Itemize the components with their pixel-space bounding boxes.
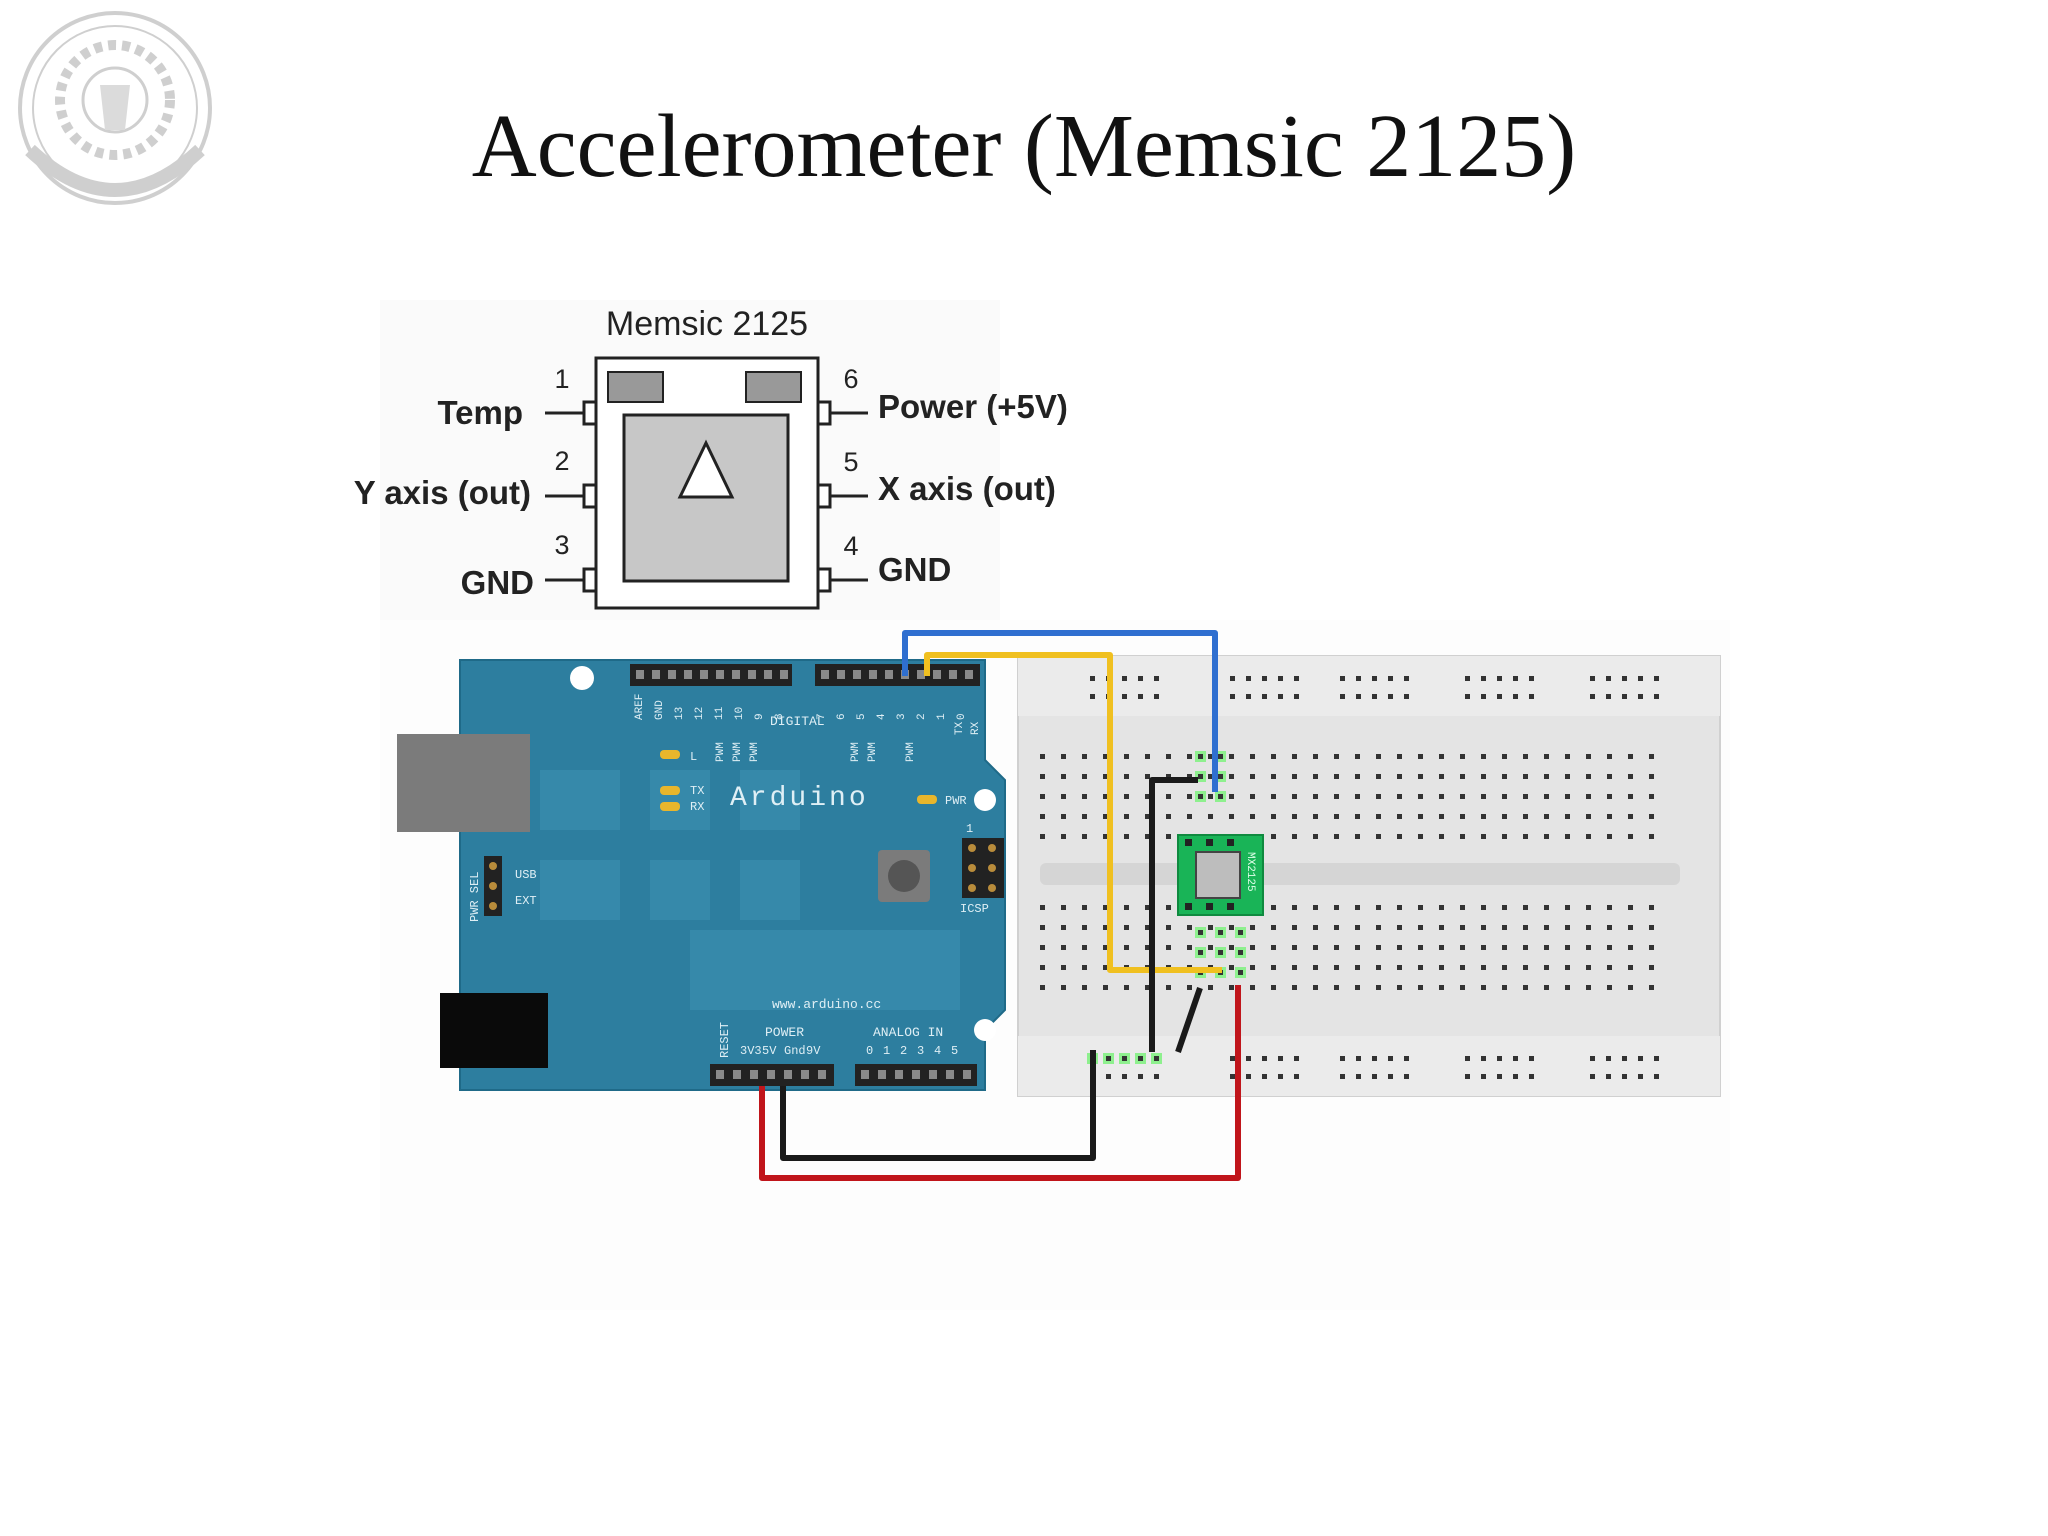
digital-pin-label: 8 — [774, 713, 786, 720]
wire-blue — [902, 630, 1218, 792]
pin-label-gnd-left: GND — [461, 564, 534, 601]
led-tx-label: TX — [690, 784, 704, 798]
analog-pin-label: 5 — [951, 1044, 958, 1058]
analog-pin-label: 3 — [917, 1044, 924, 1058]
arduino-board: Arduino www.arduino.cc DIGITAL L TX RX P… — [397, 659, 1006, 1091]
wires — [759, 630, 1241, 1181]
wire-yellow — [924, 652, 1222, 973]
power-pin-label: Gnd — [784, 1044, 806, 1058]
power-label: POWER — [765, 1025, 804, 1040]
pwm-label: PWM — [715, 742, 727, 762]
pin-number: 6 — [843, 364, 858, 394]
pwm-label: PWM — [749, 742, 761, 762]
breadboard — [1017, 655, 1721, 1097]
digital-pin-label: 10 — [734, 707, 746, 720]
breadboard-chip-label: MX2125 — [1244, 852, 1256, 892]
tx-label: TX — [954, 721, 966, 735]
triangle-icon — [677, 439, 735, 499]
pwm-label: PWM — [732, 742, 744, 762]
pin-number: 5 — [843, 447, 858, 477]
digital-header-2 — [815, 664, 980, 686]
digital-pin-label: 4 — [876, 713, 888, 720]
icsp-num: 1 — [966, 822, 973, 836]
pinout-chip-name: Memsic 2125 — [606, 305, 808, 343]
reset-label: RESET — [718, 1022, 732, 1058]
digital-pin-label: 5 — [856, 713, 868, 720]
pwm-label: PWM — [850, 742, 862, 762]
usb-connector — [397, 734, 530, 832]
digital-pin-label: 0 — [956, 713, 968, 720]
digital-pin-label: GND — [654, 700, 666, 720]
digital-pin-label: 12 — [694, 707, 706, 720]
rx-label: RX — [970, 721, 982, 735]
digital-pin-label: 2 — [916, 713, 928, 720]
pin-label-temp: Temp — [437, 394, 523, 431]
digital-pin-label: 11 — [714, 706, 726, 720]
ext-label: EXT — [515, 894, 537, 908]
wire-red — [759, 985, 1241, 1181]
digital-pin-label: 9 — [754, 713, 766, 720]
analog-pin-label: 0 — [866, 1044, 873, 1058]
led-rx-label: RX — [690, 800, 704, 814]
pin-label-x-axis: X axis (out) — [878, 470, 1056, 507]
digital-header-1 — [630, 664, 792, 686]
pwm-label: PWM — [867, 742, 879, 762]
digital-pin-label: 3 — [896, 713, 908, 720]
wire-black-gnd — [780, 1050, 1096, 1161]
digital-pin-label: 7 — [816, 713, 828, 720]
power-pin-label: 5V — [762, 1044, 777, 1058]
analog-label: ANALOG IN — [873, 1025, 943, 1040]
pwm-label: PWM — [905, 742, 917, 762]
digital-label: DIGITAL — [770, 714, 825, 729]
pin-label-y-axis: Y axis (out) — [354, 474, 531, 511]
memsic-pinout: Memsic 2125 1 2 3 4 5 6 — [354, 305, 1068, 610]
power-pin-label: 9V — [806, 1044, 821, 1058]
wire-black-gnd2 — [1175, 987, 1203, 1053]
pin-number: 4 — [843, 531, 858, 561]
pin-number: 2 — [554, 446, 569, 476]
power-jack — [440, 993, 548, 1068]
pin-label-power: Power (+5V) — [878, 388, 1068, 425]
digital-pin-label: 13 — [674, 707, 686, 720]
led-l-label: L — [690, 750, 697, 764]
usb-label: USB — [515, 868, 537, 882]
breadboard-accelerometer-chip: MX2125 — [1177, 834, 1264, 916]
digital-pin-label: 1 — [936, 713, 948, 720]
pwr-sel-label: PWR SEL — [468, 872, 482, 922]
slide-title: Accelerometer (Memsic 2125) — [471, 97, 1577, 196]
analog-pin-label: 2 — [900, 1044, 907, 1058]
pin-number: 3 — [554, 530, 569, 560]
digital-pin-label: AREF — [634, 694, 646, 720]
analog-pin-label: 4 — [934, 1044, 941, 1058]
arduino-brand: Arduino — [730, 783, 869, 814]
pin-label-gnd-right: GND — [878, 551, 951, 588]
power-pin-label: 3V3 — [740, 1044, 762, 1058]
digital-pin-label: 6 — [836, 713, 848, 720]
wire-black-temp — [1149, 777, 1198, 1052]
pwr-label: PWR — [945, 794, 967, 808]
analog-pin-label: 1 — [883, 1044, 890, 1058]
icsp-label: ICSP — [960, 902, 989, 916]
pin-number: 1 — [554, 364, 569, 394]
arduino-website: www.arduino.cc — [772, 997, 881, 1012]
